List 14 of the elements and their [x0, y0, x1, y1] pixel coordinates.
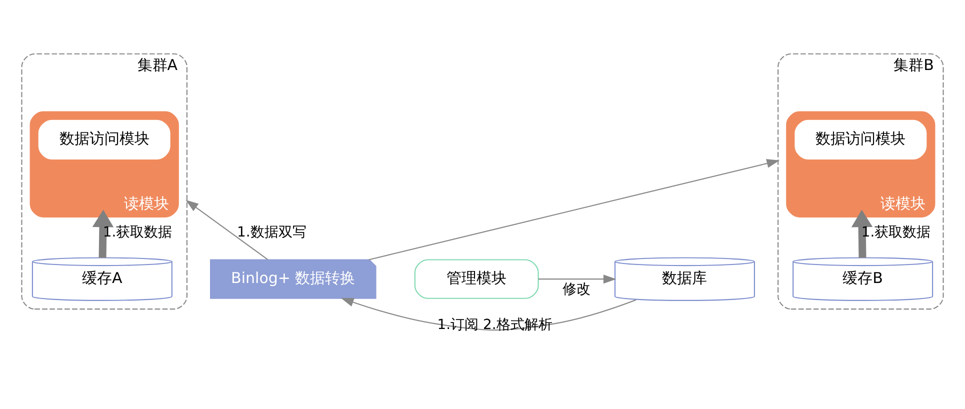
arrow — [340, 298, 636, 331]
edge-label: 1.订阅 2.格式解析 — [437, 316, 552, 333]
edge-label: 1.数据双写 — [237, 224, 306, 241]
node-box: 管理模块 — [414, 259, 539, 299]
arrow — [538, 274, 616, 284]
edge-label: 1.获取数据 — [102, 224, 172, 241]
arrow — [186, 200, 268, 260]
node-box: 数据访问模块 — [38, 120, 170, 160]
edge-label: 修改 — [562, 281, 591, 298]
node-box: 数据访问模块 — [794, 120, 927, 160]
arrow — [92, 210, 114, 258]
arrow — [851, 210, 873, 258]
arrow — [368, 159, 780, 260]
edge-label: 1.获取数据 — [861, 224, 931, 241]
